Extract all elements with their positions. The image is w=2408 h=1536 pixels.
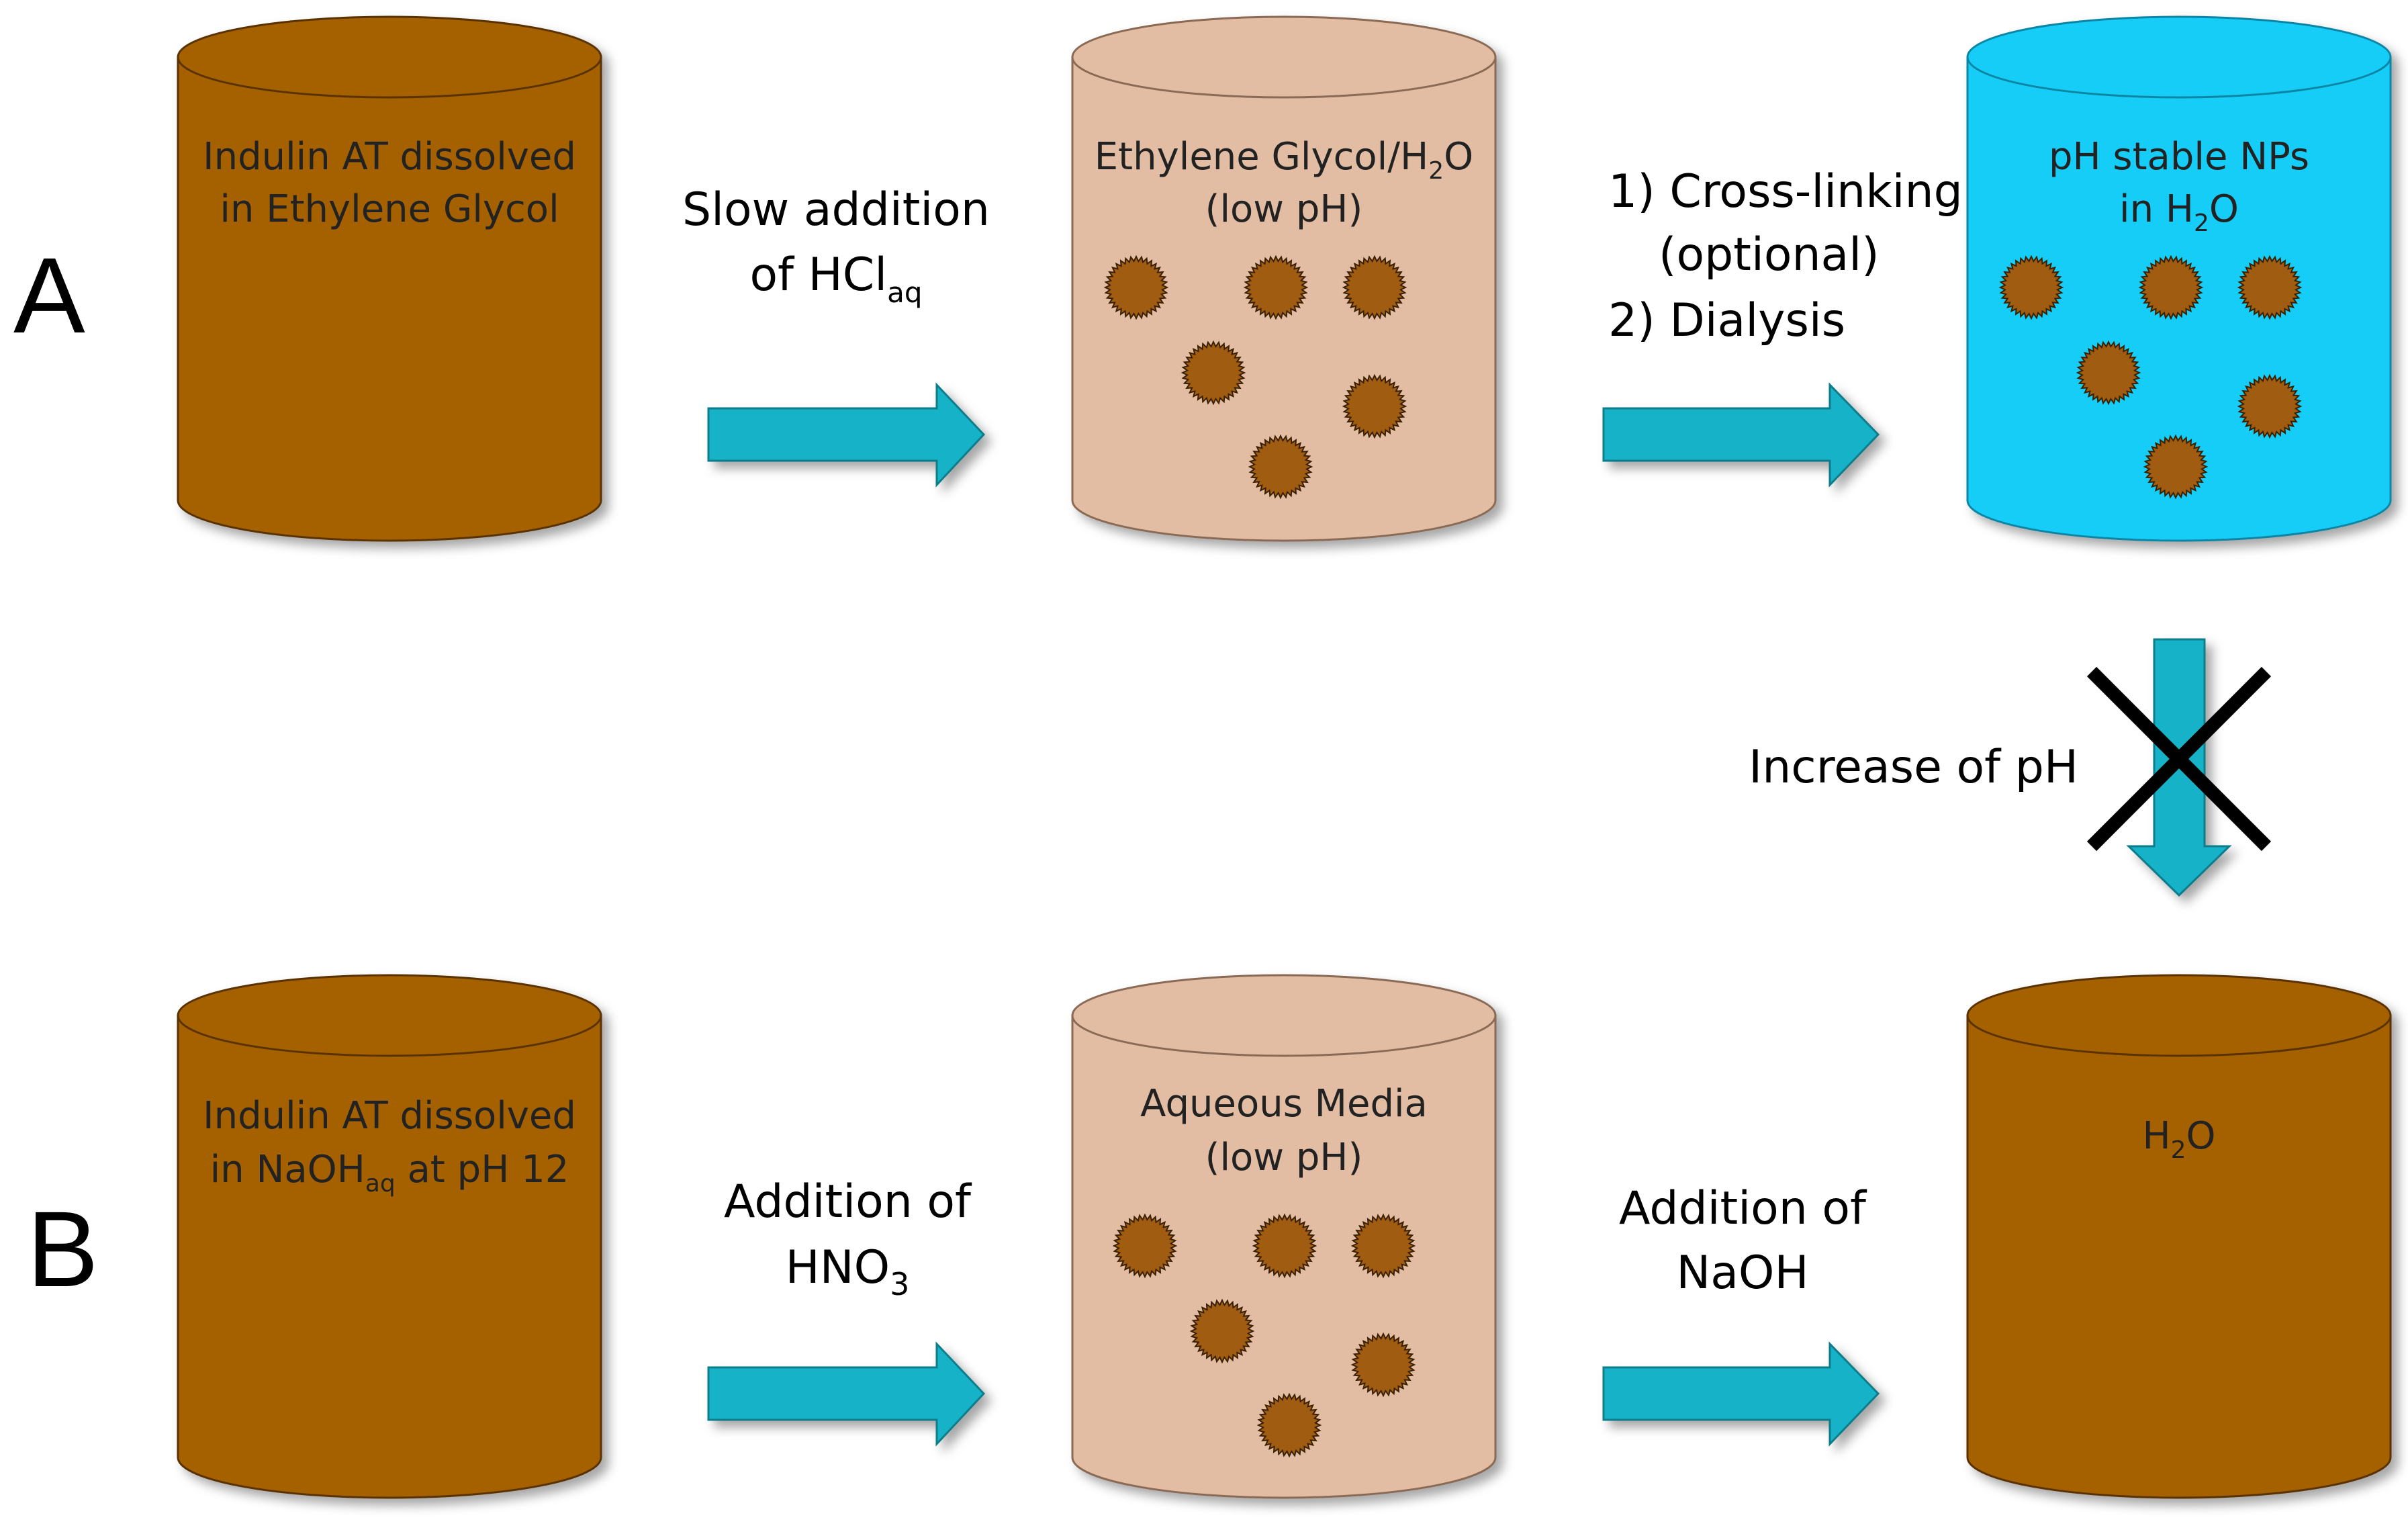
step-label: Increase of pH	[1749, 741, 2078, 794]
cross-mark-icon	[2086, 666, 2272, 852]
cylinder-label-line1: Indulin AT dissolved	[203, 1094, 576, 1138]
step-label-line1: Addition of	[1619, 1182, 1867, 1235]
cylinder-label-line1: pH stable NPs	[2049, 135, 2309, 179]
nanoparticle-icon	[1350, 1332, 1416, 1398]
row-label-b: B	[27, 1189, 99, 1309]
nanoparticle-cluster	[1998, 255, 2303, 500]
step-label-line2: (optional)	[1659, 228, 1880, 281]
nanoparticle-icon	[1248, 434, 1313, 500]
nanoparticle-icon	[2076, 340, 2141, 406]
cylinder-label-line2: (low pH)	[1205, 1136, 1363, 1179]
right-arrow-icon	[1602, 382, 1880, 488]
step-label-line3: 2) Dialysis	[1608, 294, 1845, 347]
cylinder-label-line2: in Ethylene Glycol	[220, 187, 559, 231]
cylinder-indulin-ethylene-glycol	[177, 15, 602, 542]
nanoparticle-icon	[1252, 1213, 1317, 1279]
nanoparticle-icon	[1342, 255, 1407, 320]
cylinder-label-line1: Ethylene Glycol/H2O	[1095, 135, 1473, 185]
cylinder-indulin-naoh	[177, 974, 602, 1499]
right-arrow-icon	[1602, 1341, 1880, 1447]
nanoparticle-icon	[1180, 340, 1246, 406]
cylinder-water	[1966, 974, 2392, 1499]
nanoparticle-icon	[1350, 1213, 1416, 1279]
cylinder-label-line1: Aqueous Media	[1140, 1082, 1428, 1126]
step-label-line1: Addition of	[724, 1175, 972, 1228]
right-arrow-icon	[707, 382, 986, 488]
nanoparticle-cluster	[1112, 1213, 1416, 1458]
nanoparticle-icon	[1256, 1392, 1322, 1458]
step-label-line2: of HClaq	[749, 249, 922, 309]
cylinder-label-line1: Indulin AT dissolved	[203, 135, 576, 179]
nanoparticle-icon	[2237, 373, 2303, 439]
nanoparticle-icon	[1243, 255, 1309, 320]
nanoparticle-icon	[1112, 1213, 1178, 1279]
cylinder-label-line2: in NaOHaq at pH 12	[210, 1148, 569, 1198]
row-label-a: A	[13, 235, 85, 355]
cylinder-label-line2: (low pH)	[1205, 187, 1363, 231]
nanoparticle-icon	[1189, 1298, 1255, 1364]
right-arrow-icon	[707, 1341, 986, 1447]
nanoparticle-icon	[2138, 255, 2204, 320]
step-label-line1: Slow addition	[682, 183, 990, 236]
nanoparticle-icon	[1103, 255, 1169, 320]
cylinder-label: H2O	[2142, 1114, 2215, 1164]
cylinder-label-line2: in H2O	[2119, 187, 2239, 237]
nanoparticle-icon	[2143, 434, 2209, 500]
step-label-line2: HNO3	[786, 1241, 910, 1302]
step-label-line1: 1) Cross-linking	[1608, 165, 1963, 218]
nanoparticle-icon	[2237, 255, 2303, 320]
nanoparticle-icon	[1342, 373, 1407, 439]
nanoparticle-cluster	[1103, 255, 1407, 500]
nanoparticle-icon	[1998, 255, 2064, 320]
step-label-line2: NaOH	[1676, 1247, 1808, 1300]
